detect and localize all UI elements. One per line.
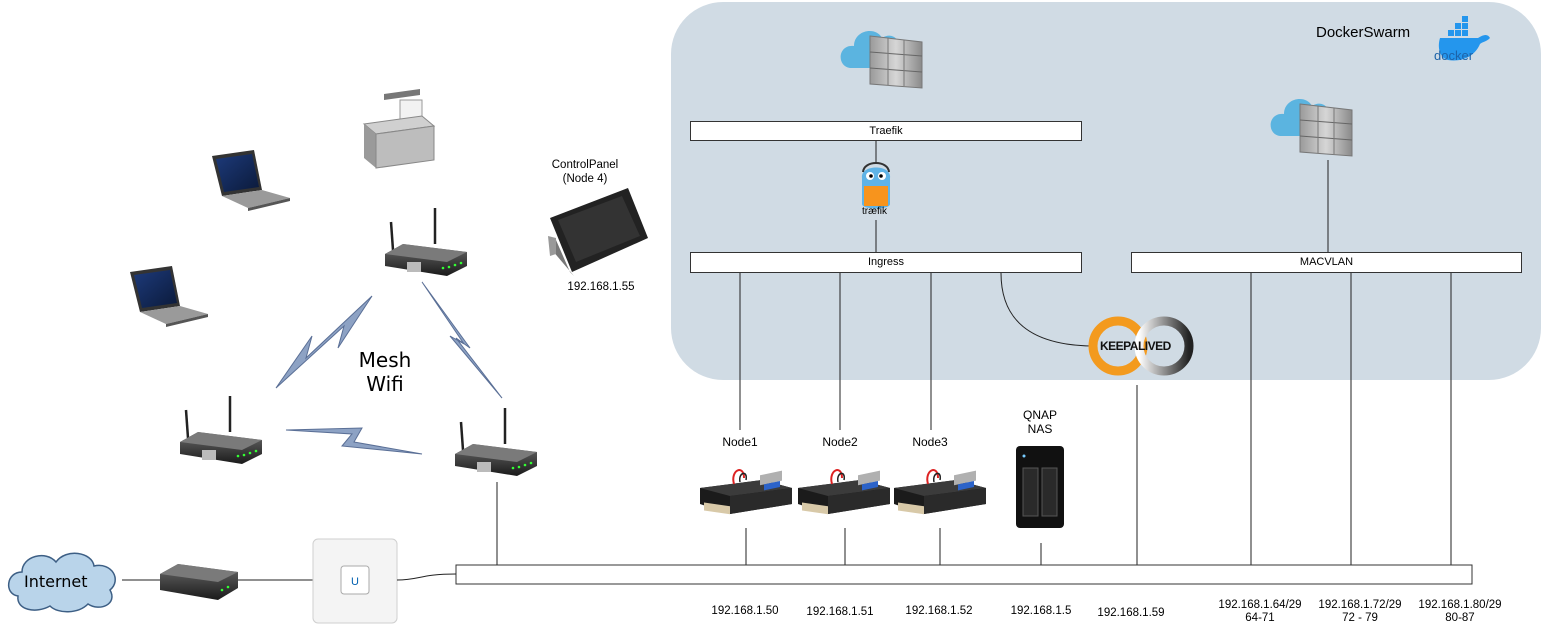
svg-text:U: U (351, 576, 359, 588)
laptop-icon (212, 150, 290, 211)
macvlan-range-text-2: 72 - 79 (1342, 612, 1378, 624)
nas-label: QNAP NAS (1012, 408, 1068, 436)
mesh-label-line1: Mesh (358, 348, 412, 372)
internet-cloud-icon (8, 552, 116, 613)
printer-icon (362, 88, 436, 169)
control-panel-ip: 192.168.1.55 (567, 281, 635, 293)
modem-router-icon (160, 564, 238, 600)
traefik-bar-label: Traefik (869, 125, 903, 137)
unifi-gateway-icon: U (312, 538, 398, 624)
macvlan-range-3: 192.168.1.80/29 80-87 (1412, 599, 1508, 625)
macvlan-subnet-3: 192.168.1.80/29 (1418, 599, 1502, 611)
traefik-logo-text: træfik (862, 206, 887, 217)
mesh-wifi-label: Mesh Wifi (352, 348, 418, 396)
raspberry-pi-icon (893, 469, 987, 516)
wifi-router-icon (178, 394, 264, 466)
lan-bus (455, 564, 1473, 585)
nas-label-line1: QNAP (1022, 408, 1057, 422)
macvlan-subnet-1: 192.168.1.64/29 (1218, 599, 1302, 611)
keepalived-logo-icon (1088, 316, 1194, 376)
docker-whale-icon (1438, 16, 1490, 61)
node1-ip: 192.168.1.50 (711, 605, 779, 617)
nas-ip: 192.168.1.5 (1010, 605, 1072, 617)
traefik-logo-icon (861, 162, 891, 209)
node3-ip: 192.168.1.52 (905, 605, 973, 617)
control-panel-title: ControlPanel (551, 159, 619, 171)
internet-label: Internet (24, 572, 88, 591)
laptop-icon (130, 266, 208, 327)
wireless-link (275, 295, 373, 389)
nas-icon (1016, 446, 1064, 528)
macvlan-range-1: 192.168.1.64/29 64-71 (1212, 599, 1308, 625)
node2-ip: 192.168.1.51 (806, 606, 874, 618)
wifi-router-icon (383, 206, 469, 278)
mesh-label-line2: Wifi (366, 372, 404, 396)
macvlan-range-text-1: 64-71 (1245, 612, 1275, 624)
control-panel-tablet-icon (548, 188, 648, 276)
docker-swarm-title: DockerSwarm (1316, 24, 1411, 41)
macvlan-range-2: 192.168.1.72/29 72 - 79 (1312, 599, 1408, 625)
wireless-link (421, 281, 503, 399)
control-panel-subtitle: (Node 4) (562, 173, 608, 185)
macvlan-range-text-3: 80-87 (1445, 612, 1475, 624)
node3-label: Node3 (912, 435, 948, 449)
ingress-bar: Ingress (690, 252, 1082, 273)
macvlan-subnet-2: 192.168.1.72/29 (1318, 599, 1402, 611)
wifi-router-icon (453, 406, 539, 478)
nas-label-line2: NAS (1027, 422, 1053, 436)
ingress-bar-label: Ingress (867, 256, 905, 268)
wireless-link (285, 427, 423, 455)
docker-logo-text: docker (1434, 48, 1474, 63)
macvlan-bar-label: MACVLAN (1299, 256, 1354, 268)
traefik-bar: Traefik (690, 121, 1082, 141)
raspberry-pi-icon (699, 469, 793, 516)
docker-swarm-panel (671, 2, 1541, 380)
keepalived-ip: 192.168.1.59 (1097, 607, 1165, 619)
keepalived-logo-text: KEEPALIVED (1100, 339, 1171, 353)
node1-label: Node1 (722, 435, 758, 449)
node2-label: Node2 (822, 435, 858, 449)
raspberry-pi-icon (797, 469, 891, 516)
control-panel-label: ControlPanel (Node 4) (540, 158, 630, 186)
macvlan-bar: MACVLAN (1131, 252, 1522, 273)
